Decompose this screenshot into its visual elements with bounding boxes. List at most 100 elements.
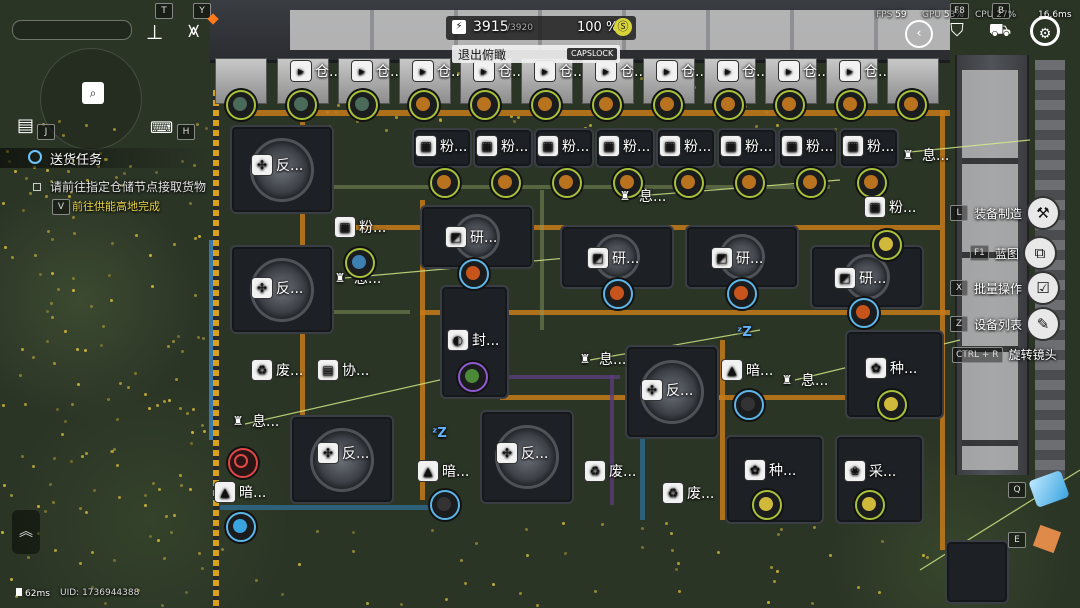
output-ring[interactable] — [855, 490, 885, 520]
ore-ring[interactable] — [714, 90, 744, 120]
network-icon[interactable]: ⊥ — [146, 20, 164, 44]
grinder-label: ▦粉... — [335, 217, 386, 237]
output-ring[interactable] — [796, 168, 826, 198]
map-search-icon[interactable]: ⌕ — [82, 82, 104, 104]
output-ring[interactable] — [752, 490, 782, 520]
crystal-ring[interactable] — [226, 90, 256, 120]
ore-ring[interactable] — [836, 90, 866, 120]
storage-label-text: 仓... — [498, 64, 526, 80]
research-machine[interactable] — [685, 225, 799, 289]
reactor-label: ✣反... — [318, 443, 369, 463]
build-icon[interactable]: ⛉ — [950, 20, 964, 41]
grinder-label: ▦粉... — [538, 136, 589, 156]
right-menu-item[interactable]: X 批量操作 ☑ — [950, 273, 1059, 303]
tower-icon[interactable]: ⩙ — [188, 18, 200, 42]
power-status-icon[interactable]: Ⓢ — [614, 18, 632, 36]
grinder-icon: ▦ — [782, 136, 802, 156]
batch-icon: ☑ — [1028, 273, 1059, 303]
grinder-machine[interactable] — [473, 128, 533, 168]
reactor-icon: ✣ — [252, 155, 272, 175]
right-menu-item[interactable]: Z 设备列表 ✎ — [950, 309, 1059, 339]
cpu-label: CPU — [975, 10, 994, 20]
research-machine[interactable] — [560, 225, 674, 289]
ore-ring[interactable] — [897, 90, 927, 120]
belt-orange — [230, 110, 950, 116]
output-ring[interactable] — [674, 168, 704, 198]
info-tower-icon: ♜ — [232, 414, 244, 428]
settings-gear-icon[interactable]: ⚙ — [1030, 16, 1060, 46]
frame-value: 16.6 — [1038, 10, 1059, 20]
ore-ring[interactable] — [531, 90, 561, 120]
right-menu-item[interactable]: F1 蓝图 ⧉ — [970, 238, 1055, 268]
waste-label: ♻废... — [252, 360, 303, 380]
grinder-icon: ▦ — [538, 136, 558, 156]
crystal-ring[interactable] — [348, 90, 378, 120]
right-menu-item[interactable]: CTRL + R 旋转镜头 — [952, 346, 1057, 363]
right-menu-key: L — [950, 205, 968, 221]
quest-step: 请前往指定仓储节点接取货物 — [50, 180, 207, 194]
output-ring[interactable] — [872, 230, 902, 260]
output-ring[interactable] — [552, 168, 582, 198]
storage-icon: ▸ — [474, 61, 494, 81]
fps-label: FPS — [876, 10, 893, 20]
right-menu-key: X — [950, 280, 968, 296]
ore-ring[interactable] — [470, 90, 500, 120]
ore-ring[interactable] — [775, 90, 805, 120]
grinder-machine[interactable] — [412, 128, 472, 168]
ore-ring[interactable] — [409, 90, 439, 120]
info-label: ♜息... — [615, 186, 667, 206]
info-label: ♜息... — [898, 145, 950, 165]
quest-title[interactable]: 送货任务 — [50, 153, 103, 168]
document-icon[interactable]: ▤ — [17, 115, 35, 136]
frame-unit: ms — [1058, 10, 1072, 20]
ore-ring[interactable] — [592, 90, 622, 120]
output-ring[interactable] — [603, 279, 633, 309]
output-ring[interactable] — [430, 168, 460, 198]
info-tower-icon: ♜ — [579, 352, 591, 366]
logistics-icon[interactable]: ⛟ — [988, 20, 1012, 41]
output-ring[interactable] — [613, 168, 643, 198]
output-ring[interactable] — [458, 362, 488, 392]
output-ring[interactable] — [430, 490, 460, 520]
storage-icon: ▸ — [596, 61, 616, 81]
grinder-label-text: 粉... — [867, 139, 895, 155]
quest-title-bar — [0, 148, 210, 168]
small-machine[interactable] — [945, 540, 1009, 604]
output-ring[interactable] — [345, 248, 375, 278]
reactor-machine[interactable] — [290, 415, 394, 504]
exit-overview-button[interactable]: 退出俯瞰 CAPSLOCK — [452, 45, 620, 63]
grinder-label: ▦粉... — [416, 136, 467, 156]
crystal-ring[interactable] — [287, 90, 317, 120]
output-ring[interactable] — [735, 168, 765, 198]
hotkey-e: E — [1008, 532, 1026, 548]
output-ring[interactable] — [734, 390, 764, 420]
output-ring[interactable] — [491, 168, 521, 198]
output-ring[interactable] — [849, 298, 879, 328]
chat-icon[interactable]: ⌨ — [150, 118, 174, 137]
power-percent: 100 % — [577, 20, 619, 35]
hotkey-q: Q — [1008, 482, 1026, 498]
dark-label: ▲暗... — [418, 461, 469, 481]
expand-up-icon[interactable]: ︽ — [12, 510, 40, 554]
water-ring[interactable] — [226, 512, 256, 542]
info-tower-icon: ♜ — [334, 271, 346, 285]
right-menu-item[interactable]: L 装备制造 ⚒ — [950, 198, 1059, 228]
grinder-icon: ▦ — [721, 136, 741, 156]
output-ring[interactable] — [459, 259, 489, 289]
reactor-machine[interactable] — [625, 345, 719, 439]
storage-label: ▸仓... — [352, 61, 403, 81]
back-icon[interactable]: ‹ — [905, 20, 933, 48]
right-menu-label: 批量操作 — [974, 281, 1023, 296]
output-ring[interactable] — [877, 390, 907, 420]
output-ring[interactable] — [857, 168, 887, 198]
storage-icon: ▸ — [718, 61, 738, 81]
output-ring[interactable] — [727, 279, 757, 309]
right-menu-label: 装备制造 — [974, 206, 1023, 221]
ore-ring[interactable] — [653, 90, 683, 120]
research-machine[interactable] — [420, 205, 534, 269]
warning-ring[interactable] — [228, 448, 258, 478]
belt-green — [330, 310, 410, 314]
minimap-compass-bar — [12, 20, 132, 40]
power-max: /3920 — [507, 23, 533, 33]
